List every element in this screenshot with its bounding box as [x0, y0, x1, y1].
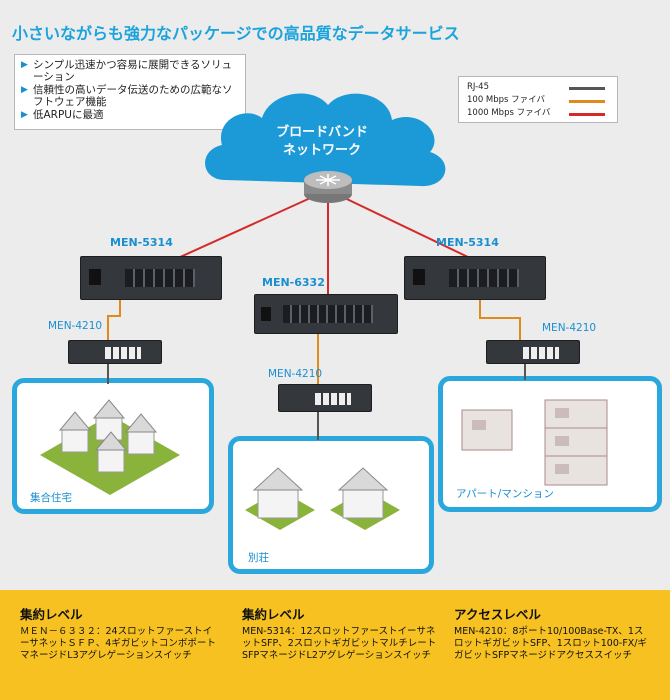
men-4210-switch-center [278, 384, 372, 412]
fiber-100-link-left [107, 300, 121, 340]
sfp-ports [449, 269, 519, 287]
men-5314-switch-right [404, 256, 546, 300]
broadband-network-label: ブロードバンド ネットワーク [276, 125, 368, 158]
level-column: 集約レベル ＭＥＮ－６３３２：24スロットファーストイーサネットＳＦＰ、4ギガビ… [20, 607, 216, 661]
villa-icon [245, 467, 400, 530]
arrow-bullet-icon: ▶ [21, 110, 28, 120]
rj45-ports [315, 393, 351, 405]
power-port-icon [89, 269, 101, 285]
sfp-ports [283, 305, 373, 323]
legend-swatch [569, 113, 605, 116]
legend-item-1000mbps: 1000 Mbps ファイバ [467, 107, 609, 120]
feature-item: ▶シンプル迅速かつ容易に展開できるソリューション [21, 59, 232, 83]
men-4210-switch-left [68, 340, 162, 364]
fiber-1000-link-right [327, 189, 471, 259]
sfp-ports [125, 269, 195, 287]
arrow-bullet-icon: ▶ [21, 85, 28, 95]
legend: RJ-45 100 Mbps ファイバ 1000 Mbps ファイバ [458, 76, 618, 123]
power-port-icon [261, 307, 271, 321]
device-label-center-agg: MEN-6332 [262, 276, 325, 289]
device-label-left-access: MEN-4210 [48, 320, 103, 332]
network-diagram [40, 93, 608, 530]
site-label-villa: 別荘 [248, 552, 269, 564]
level-description-panel: 集約レベル ＭＥＮ－６３３２：24スロットファーストイーサネットＳＦＰ、4ギガビ… [0, 590, 670, 700]
device-label-left-agg: MEN-5314 [110, 236, 173, 249]
cloud-icon [205, 93, 446, 187]
men-5314-switch-left [80, 256, 222, 300]
feature-item: ▶信頼性の高いデータ伝送のための広範なソフトウェア機能 [21, 84, 233, 108]
rj45-ports [105, 347, 141, 359]
feature-item: ▶低ARPUに最適 [21, 109, 104, 121]
level-column: 集約レベル MEN-5314：12スロットファーストイーサネットSFP、2スロッ… [242, 607, 437, 661]
site-label-apartment-mansion: アパート/マンション [456, 488, 554, 500]
rj45-ports [523, 347, 559, 359]
feature-list: ▶シンプル迅速かつ容易に展開できるソリューション ▶信頼性の高いデータ伝送のため… [14, 54, 246, 130]
apartment-building-icon [461, 399, 608, 486]
apartment-complex-icon [40, 399, 180, 495]
fiber-100-link-right [479, 300, 521, 340]
power-port-icon [413, 269, 425, 285]
device-label-right-agg: MEN-5314 [436, 236, 499, 249]
device-label-right-access: MEN-4210 [542, 322, 597, 334]
level-column: アクセスレベル MEN-4210：8ポート10/100Base-TX、1スロット… [454, 607, 648, 661]
legend-swatch [569, 100, 605, 103]
legend-swatch [569, 87, 605, 90]
router-icon [304, 171, 352, 203]
legend-item-100mbps: 100 Mbps ファイバ [467, 94, 609, 107]
site-label-apartment-complex: 集合住宅 [30, 492, 72, 504]
fiber-1000-link-left [177, 189, 329, 259]
men-6332-switch [254, 294, 398, 334]
arrow-bullet-icon: ▶ [21, 60, 28, 70]
men-4210-switch-right [486, 340, 580, 364]
page-title: 小さいながらも強力なパッケージでの高品質なデータサービス [12, 24, 460, 43]
device-label-center-access: MEN-4210 [268, 368, 323, 380]
legend-item-rj45: RJ-45 [467, 81, 609, 94]
